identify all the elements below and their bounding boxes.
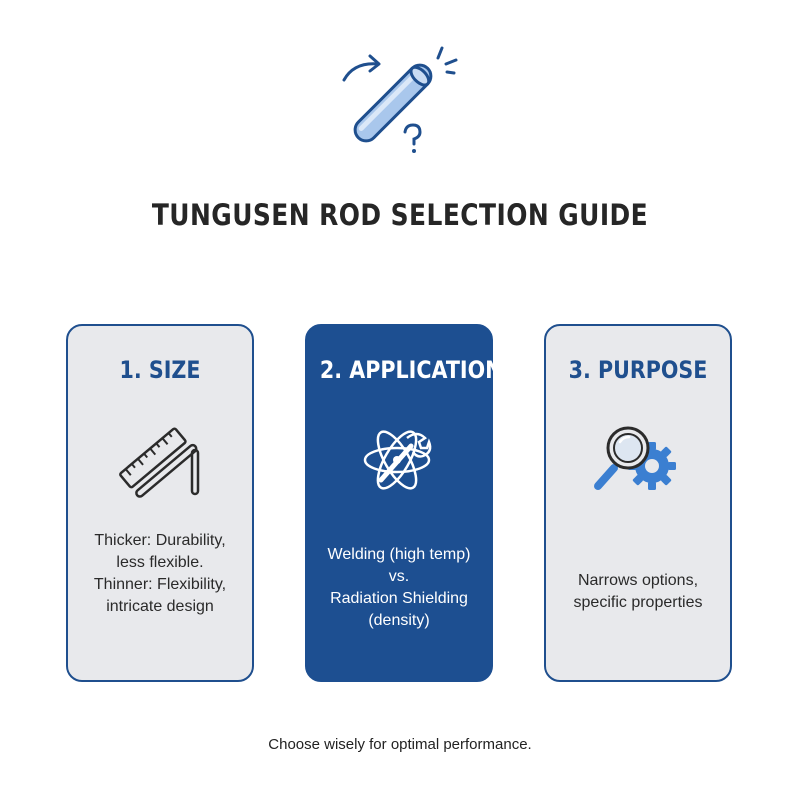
size-description: Thicker: Durability, less flexible. Thin…: [93, 532, 227, 615]
application-heading: 2. APPLICATION: [319, 356, 503, 384]
size-card: 1. SIZE Thicker: Durability, less flexib…: [66, 324, 254, 682]
tungsten-rod-icon: [342, 46, 458, 153]
ruler-and-rods-icon: [119, 427, 200, 498]
application-card: 2. APPLICATION Welding (high temp) vs. R…: [305, 324, 503, 682]
purpose-description: Narrows options, specific properties: [573, 572, 703, 611]
footer-note: Choose wisely for optimal performance.: [268, 736, 532, 753]
application-description: Welding (high temp) vs. Radiation Shield…: [327, 546, 471, 629]
atom-wrench-icon: [363, 430, 432, 490]
magnifier-gear-icon: [594, 426, 676, 490]
page-title: TUNGUSEN ROD SELECTION GUIDE: [151, 198, 649, 232]
size-heading: 1. SIZE: [119, 356, 201, 384]
purpose-card: 3. PURPOSE Narrows options, specific pro…: [544, 324, 732, 682]
purpose-heading: 3. PURPOSE: [568, 356, 708, 384]
